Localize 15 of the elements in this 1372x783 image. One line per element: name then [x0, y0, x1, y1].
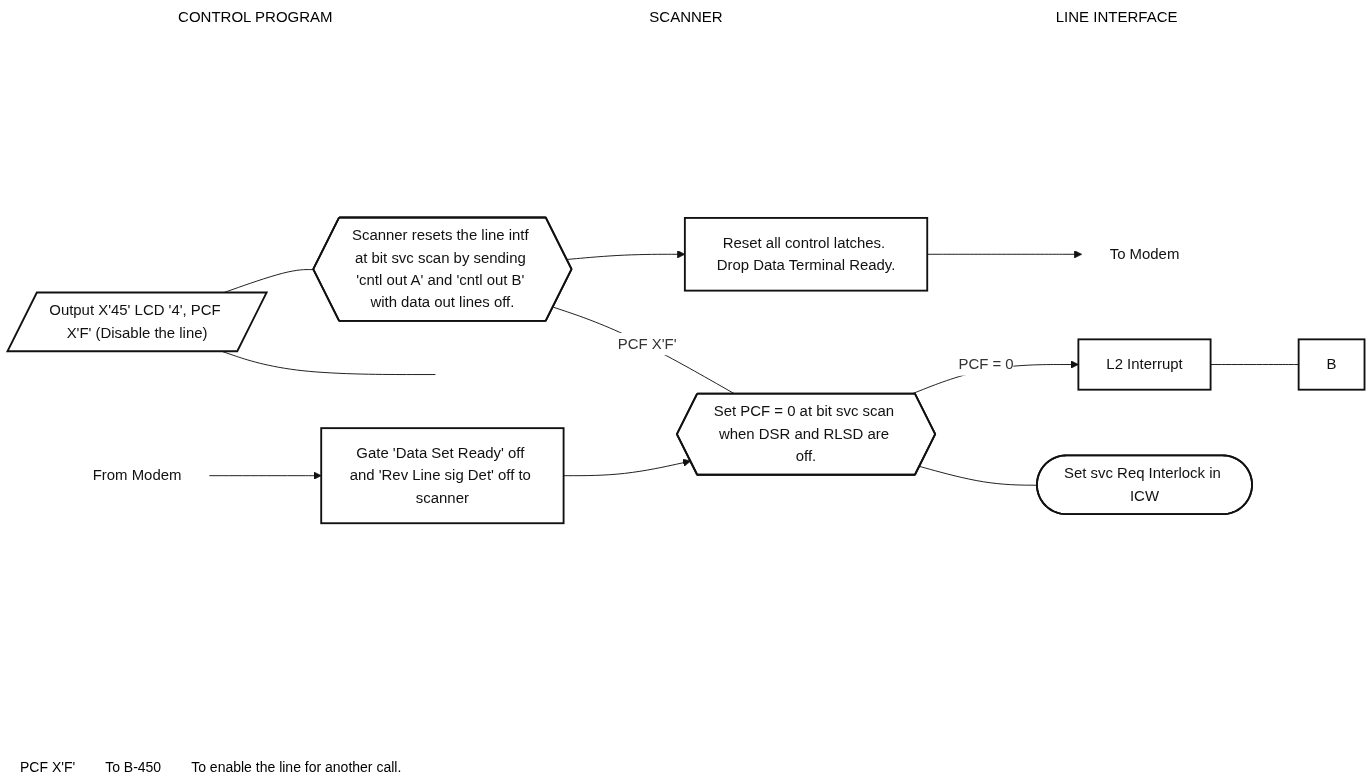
- node-box: Reset all control latches. Drop Data Terminal Ready.: [683, 216, 929, 292]
- edge-label: PCF X'F': [617, 335, 677, 352]
- edge-label: PCF = 0: [958, 355, 1014, 372]
- node-text: To Modem: [1109, 245, 1180, 262]
- column-heading: SCANNER: [648, 8, 724, 25]
- column-heading: LINE INTERFACE: [1054, 8, 1179, 25]
- note-label: PCF X'F': [20, 759, 76, 775]
- note-label: To B-450: [105, 759, 162, 775]
- connector: [222, 350, 436, 375]
- node-box: L2 Interrupt: [1077, 338, 1212, 391]
- node-text: From Modem: [92, 466, 182, 483]
- note-label: To enable the line for another call.: [191, 759, 402, 775]
- node-box: Gate 'Data Set Ready' off and 'Rev Line sig Det' off to scanner: [320, 426, 565, 524]
- column-heading: CONTROL PROGRAM: [177, 8, 334, 25]
- node-box: B: [1297, 338, 1366, 391]
